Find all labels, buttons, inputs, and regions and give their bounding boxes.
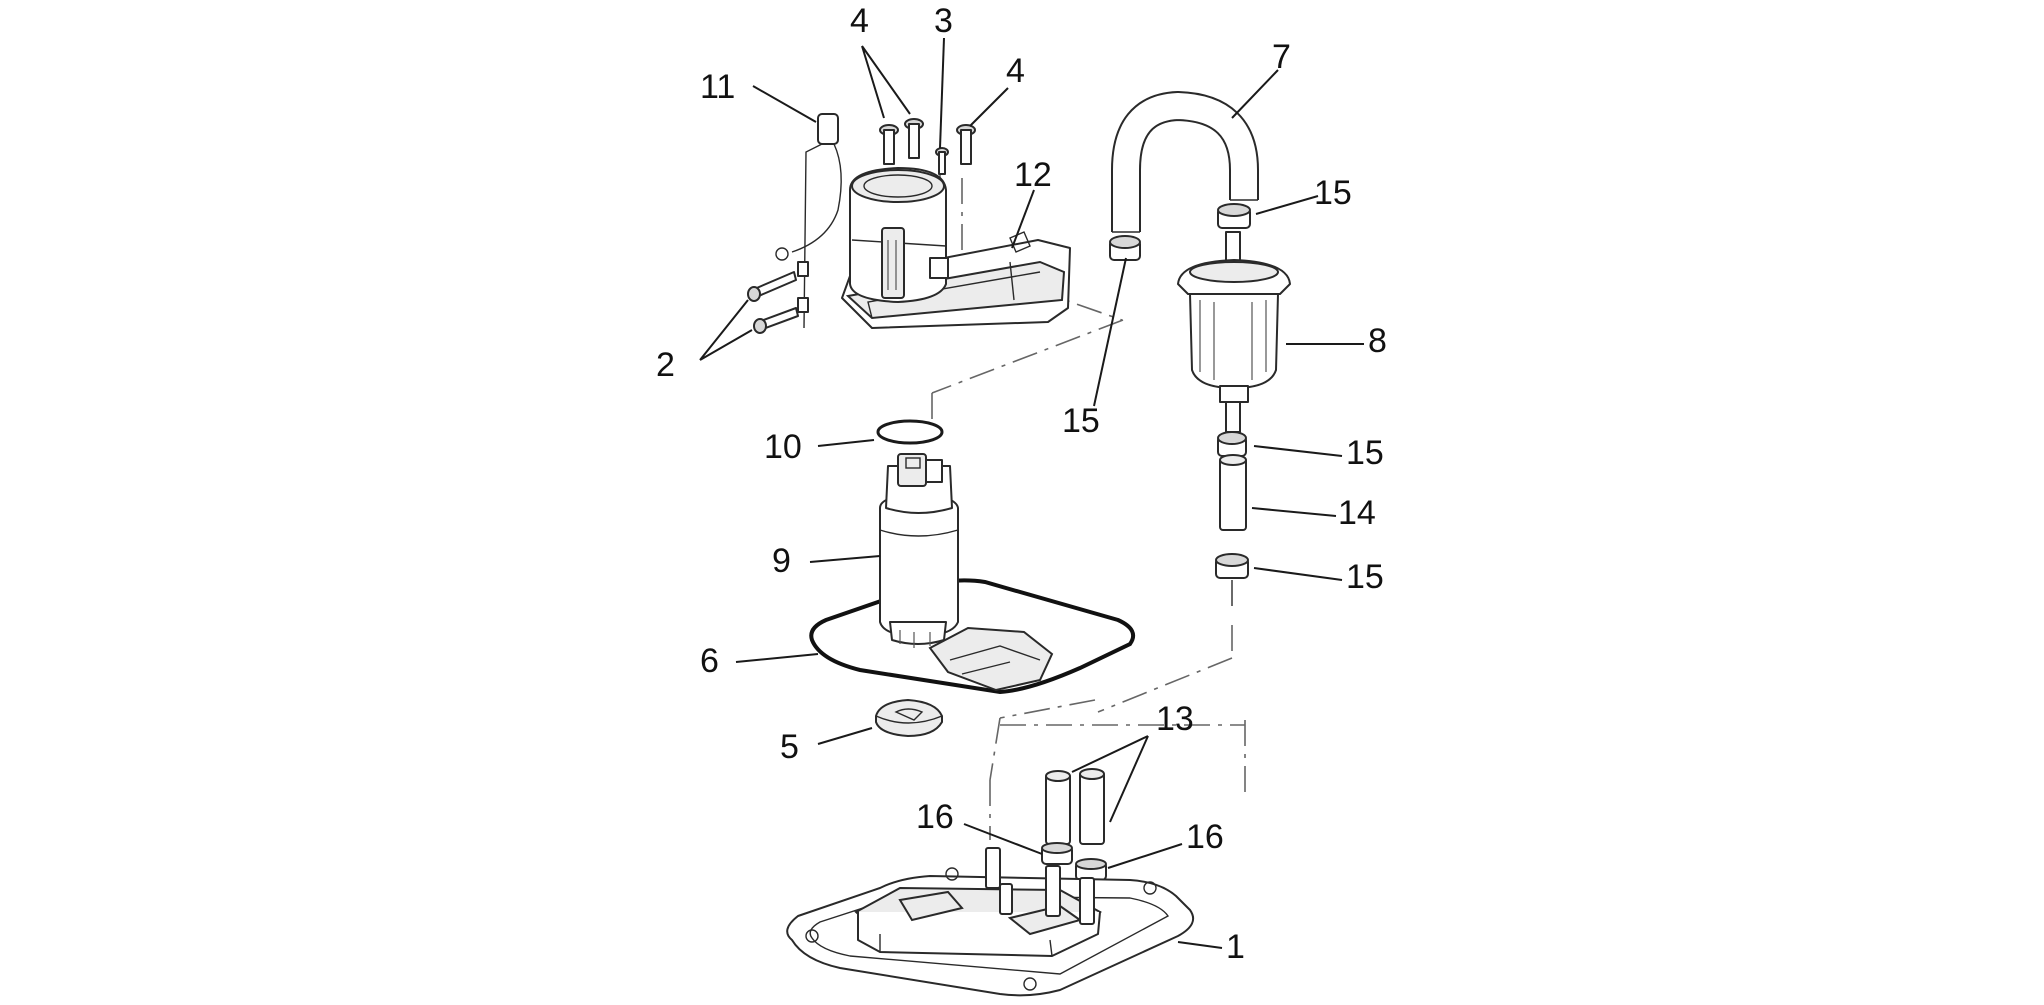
- callout-12: 12: [1014, 156, 1052, 194]
- clamp-low-right: [1215, 553, 1249, 579]
- callout-8: 8: [1368, 322, 1387, 360]
- screw-4-left: [879, 124, 899, 165]
- screw-4-right: [956, 124, 976, 165]
- clamp-16-left: [1041, 842, 1073, 865]
- part-11-tubes: [1045, 768, 1105, 845]
- callout-16-left: 16: [916, 798, 954, 836]
- callout-13: 11: [700, 68, 735, 106]
- screw-4-mid: [904, 118, 924, 159]
- callout-15-mid: 15: [1346, 434, 1384, 472]
- callout-4-left: 4: [850, 2, 869, 40]
- part-8-fuel-filter: [1177, 231, 1291, 433]
- callout-15-low: 15: [1346, 558, 1384, 596]
- callout-3: 3: [934, 2, 953, 40]
- clamp-top-left: [1109, 235, 1141, 261]
- part-5-retainer: [875, 698, 943, 738]
- callout-9: 9: [772, 542, 791, 580]
- part-15-clamps: [1109, 203, 1251, 579]
- callout-14: 14: [1338, 494, 1376, 532]
- part-3-small-screw: [935, 147, 949, 175]
- part-10-o-ring: [876, 419, 944, 445]
- callout-11: 13: [1156, 700, 1194, 738]
- callout-4-right: 4: [1006, 52, 1025, 90]
- part-13-level-sender: [775, 113, 842, 329]
- callout-16-right: 16: [1186, 818, 1224, 856]
- part-2-sender-screws: [747, 271, 799, 334]
- part-6-gasket: [809, 578, 1135, 695]
- callout-labels: 11 4 3 4 12 7 15 8 15 15 14 15 2 10 9 6 …: [656, 2, 1387, 966]
- callout-15-top: 15: [1314, 174, 1352, 212]
- part-9-fuel-pump: [879, 453, 1054, 692]
- part-4-screws: [879, 118, 976, 165]
- leader-lines: [699, 37, 1364, 949]
- callout-6: 6: [700, 642, 719, 680]
- callout-5: 5: [780, 728, 799, 766]
- part-14-short-hose: [1219, 454, 1247, 606]
- callout-2: 2: [656, 346, 675, 384]
- part-7-u-hose: [1111, 90, 1259, 233]
- part-12-pump-cover: [841, 167, 1071, 329]
- clamp-16-right: [1075, 858, 1107, 881]
- callout-7: 7: [1272, 38, 1291, 76]
- part-16-small-clamps: [1041, 842, 1107, 881]
- clamp-mid-right: [1217, 431, 1247, 457]
- callout-15-left: 15: [1062, 402, 1100, 440]
- callout-1: 1: [1226, 928, 1245, 966]
- clamp-top-right: [1217, 203, 1251, 229]
- callout-10: 10: [764, 428, 802, 466]
- part-1-base-plate: [786, 847, 1194, 997]
